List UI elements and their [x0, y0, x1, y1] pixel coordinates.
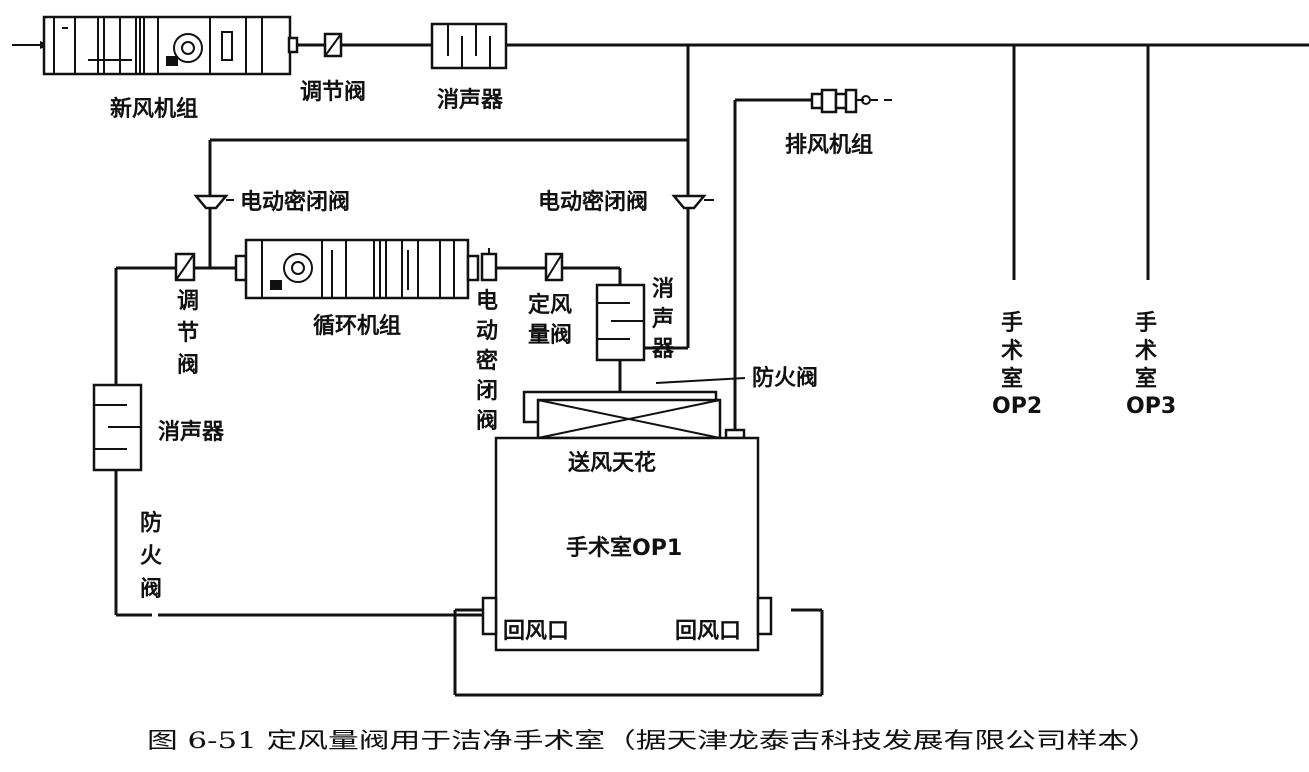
label-char: 室	[1135, 366, 1157, 392]
label-char: 手	[1001, 311, 1023, 336]
label-char: 消	[652, 277, 674, 302]
silencer-left	[92, 383, 143, 472]
or-room-2-label: 手 术 室 OP2	[992, 311, 1042, 419]
regulating-valve-left-icon	[174, 252, 196, 282]
label-char: 密	[476, 348, 498, 374]
silencer-top	[430, 22, 508, 70]
or-room-1-label: 手术室OP1	[566, 535, 682, 561]
label-char: 闭	[476, 379, 498, 404]
silencer-right-vertical-label: 消 声 器	[651, 277, 675, 362]
return-grille-right-label: 回风口	[675, 619, 741, 644]
cav-valve-vertical-label: 定风 量阀	[528, 292, 572, 348]
circulation-unit	[234, 238, 480, 300]
figure-caption: 图 6-51 定风量阀用于洁净手术室（据天津龙泰吉科技发展有限公司样本）	[147, 729, 1159, 754]
label-line: 定风	[528, 292, 572, 318]
label-char: 声	[651, 307, 674, 332]
electric-damper-right-icon	[671, 194, 714, 210]
electric-damper-right-label: 电动密闭阀	[538, 189, 648, 215]
duct-lines	[114, 43, 1309, 697]
fire-damper-left-vertical-label: 防 火 阀	[140, 511, 162, 602]
label-line: OP2	[992, 394, 1042, 419]
constant-air-volume-valve-icon	[544, 252, 564, 282]
regulating-valve-top-label: 调节阀	[300, 80, 366, 105]
label-line: 量阀	[528, 323, 572, 348]
exhaust-fan-unit-icon	[810, 88, 892, 114]
fresh-air-unit-label: 新风机组	[110, 96, 198, 122]
operating-room-op1	[481, 436, 773, 652]
label-char: 术	[1135, 339, 1157, 364]
label-char: 动	[476, 319, 498, 344]
label-char: 器	[651, 337, 675, 362]
electric-damper-left-label: 电动密闭阀	[240, 189, 350, 215]
label-char: 术	[1001, 339, 1023, 364]
electric-damper-left-icon	[193, 194, 234, 210]
label-char: 阀	[476, 409, 498, 434]
fire-damper-right-label: 防火阀	[752, 366, 818, 391]
electric-damper-middle-icon	[480, 248, 498, 282]
fresh-air-unit	[42, 15, 299, 76]
circulation-unit-label: 循环机组	[313, 313, 401, 339]
regulating-valve-top-icon	[323, 32, 343, 58]
return-grille-left-label: 回风口	[503, 619, 569, 644]
label-char: 电	[476, 289, 498, 314]
label-char: 防	[140, 511, 162, 536]
regulating-valve-vertical-label: 调 节 阀	[177, 289, 199, 378]
electric-damper-vertical-label: 电 动 密 闭 阀	[476, 289, 498, 434]
exhaust-unit-label: 排风机组	[785, 132, 873, 158]
label-char: 火	[140, 544, 162, 569]
or-room-3-label: 手 术 室 OP3	[1126, 311, 1176, 419]
label-char: 阀	[177, 353, 199, 378]
label-char: 手	[1135, 311, 1157, 336]
silencer-right	[595, 283, 646, 362]
supply-ceiling-label: 送风天花	[568, 450, 656, 476]
supply-ceiling-filter	[522, 390, 746, 440]
label-char: 阀	[140, 577, 162, 602]
label-char: 调	[177, 289, 199, 314]
silencer-left-label: 消声器	[158, 420, 225, 445]
label-char: 节	[177, 321, 199, 346]
label-line: OP3	[1126, 394, 1176, 419]
silencer-top-label: 消声器	[437, 88, 504, 113]
label-char: 室	[1001, 366, 1023, 392]
